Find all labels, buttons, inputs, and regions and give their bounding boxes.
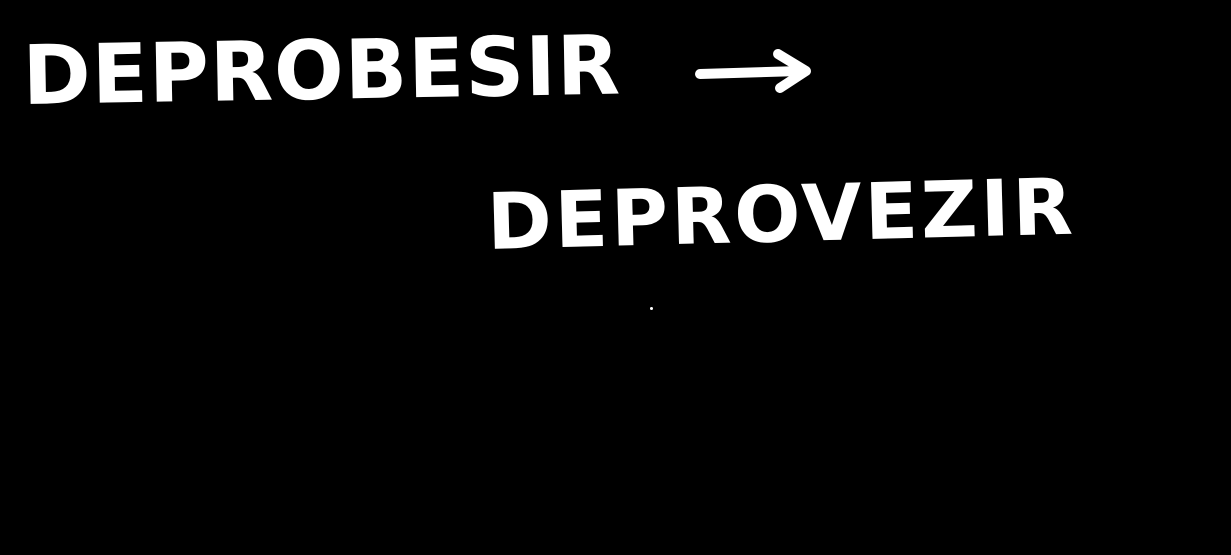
ink-speck — [650, 307, 653, 310]
handwritten-word-deprovezir: DEPROVEZIR — [485, 162, 1077, 268]
right-arrow-icon — [695, 49, 811, 93]
handwritten-word-deprobesir: DEPROBESIR — [21, 18, 622, 124]
